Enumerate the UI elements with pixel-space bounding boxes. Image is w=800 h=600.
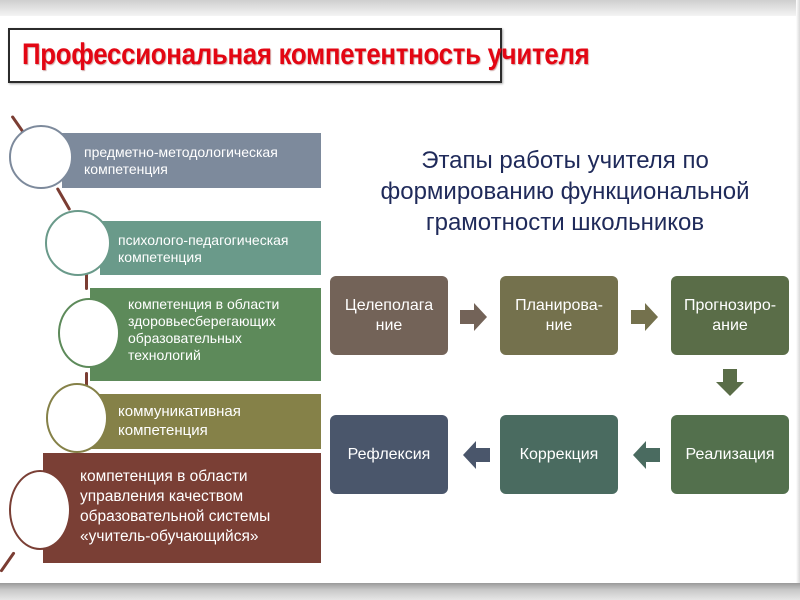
slide-title: Профессиональная компетентность учителя [22, 38, 590, 71]
competency-bar-subject-methodological: предметно-методологическая компетенция [62, 133, 321, 188]
competency-circle-4 [46, 383, 108, 453]
stage-reflection: Рефлексия [330, 415, 448, 494]
competency-text-line: здоровьесберегающих [128, 313, 276, 329]
chain-connector [85, 372, 88, 390]
competency-text-line: управления качеством [80, 488, 244, 505]
stage-label-line: Коррекция [519, 445, 599, 463]
competency-text-line: компетенция в области [80, 468, 248, 485]
stages-heading: Этапы работы учителя по формированию фун… [330, 145, 800, 238]
slide-top-frame [0, 0, 800, 16]
stage-label-line: ние [375, 316, 403, 334]
title-box: Профессиональная компетентность учителя [8, 28, 590, 83]
competency-bar-health-saving: компетенция в области здоровьесберегающи… [90, 288, 321, 381]
stage-label-line: Рефлексия [347, 445, 431, 463]
competency-text-line: психолого-педагогическая [118, 232, 289, 248]
competency-text-line: компетенция [118, 422, 208, 439]
stage-planning: Планирова- ние [500, 276, 618, 355]
arrow-down-icon [716, 369, 744, 396]
competency-bar-quality-management: компетенция в области управления качеств… [43, 453, 321, 563]
stage-label-line: ание [712, 316, 748, 334]
competency-text-line: коммуникативная [118, 403, 241, 420]
competency-text-line: образовательной системы [80, 508, 271, 525]
competency-circle-3 [58, 298, 120, 368]
competency-circle-1 [9, 125, 73, 189]
competency-text-line: «учитель-обучающийся» [80, 528, 259, 545]
stages-heading-line: грамотности школьников [425, 209, 705, 236]
stage-label-line: Целеполага [344, 296, 434, 314]
competency-text-line: компетенция [118, 249, 202, 265]
stage-implementation: Реализация [671, 415, 789, 494]
stage-label-line: Прогнозиро- [683, 296, 777, 314]
competency-bar-communicative: коммуникативная компетенция [90, 394, 321, 449]
arrow-left-icon [463, 441, 490, 469]
chain-connector [55, 186, 72, 212]
slide-bottom-frame [0, 583, 800, 600]
arrow-right-icon [460, 303, 487, 331]
competency-text-line: компетенция [84, 161, 168, 177]
stage-label-line: ние [545, 316, 573, 334]
chain-connector [85, 270, 88, 290]
competency-bar-psych-pedagogical: психолого-педагогическая компетенция [100, 221, 321, 275]
chain-connector [0, 551, 16, 573]
stages-heading-line: формированию функциональной [380, 178, 750, 205]
competency-text-line: технологий [128, 347, 201, 363]
competency-circle-2 [45, 210, 111, 276]
competency-circle-5 [9, 470, 71, 550]
stage-label-line: Реализация [685, 445, 775, 463]
stages-heading-line: Этапы работы учителя по [421, 147, 709, 174]
arrow-left-icon [633, 441, 660, 469]
competency-text-line: предметно-методологическая [84, 144, 278, 160]
competency-text-line: образовательных [128, 330, 242, 346]
stage-goal-setting: Целеполага ние [330, 276, 448, 355]
arrow-right-icon [631, 303, 658, 331]
stage-forecasting: Прогнозиро- ание [671, 276, 789, 355]
stage-label-line: Планирова- [515, 296, 603, 314]
stage-correction: Коррекция [500, 415, 618, 494]
slide-right-frame [796, 0, 800, 600]
competency-text-line: компетенция в области [128, 296, 280, 312]
